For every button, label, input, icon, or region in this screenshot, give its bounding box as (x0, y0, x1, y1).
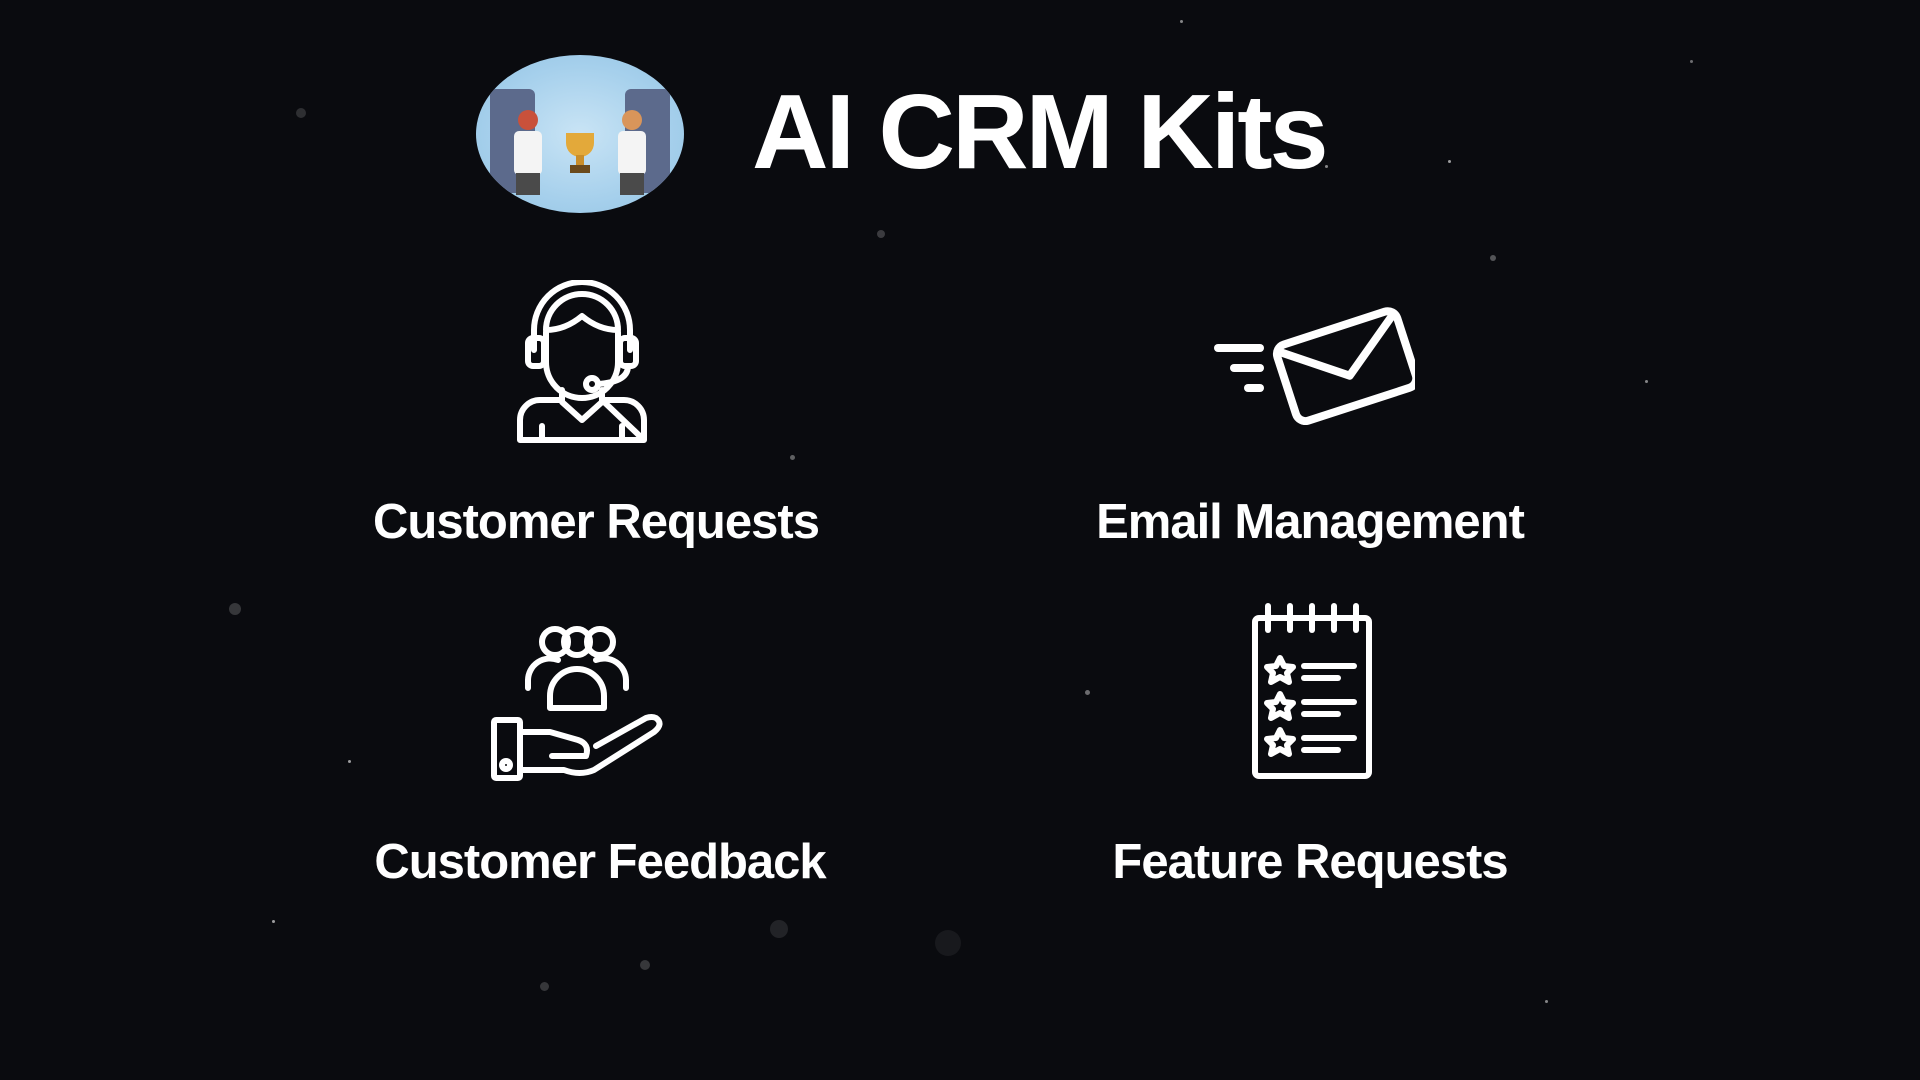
support-agent-headset-icon (512, 279, 652, 450)
hand-holding-people-icon (490, 622, 670, 787)
feature-label-customer-requests: Customer Requests (373, 495, 820, 549)
feature-label-email-management: Email Management (1096, 495, 1525, 549)
page-title: AI CRM Kits (752, 73, 1329, 191)
feature-label-feature-requests: Feature Requests (1112, 835, 1508, 889)
sending-envelope-icon (1210, 300, 1421, 430)
hero-illustration (476, 55, 684, 213)
feature-label-customer-feedback: Customer Feedback (374, 835, 826, 889)
trophy-illustration-icon (490, 89, 670, 195)
notepad-star-checklist-icon (1250, 600, 1375, 785)
